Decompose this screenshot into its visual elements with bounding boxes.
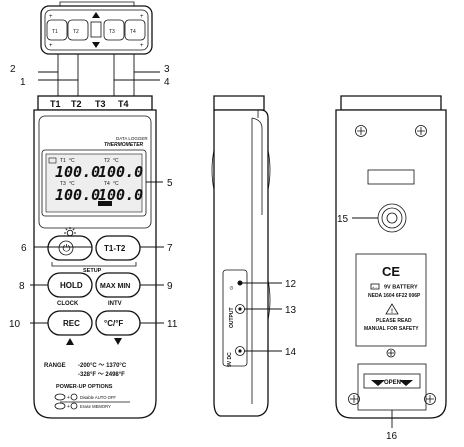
- lcd-screen: [45, 153, 143, 213]
- meter-back: + - !: [335, 95, 447, 419]
- callout-13: 13: [285, 305, 297, 316]
- svg-text:+ -: + -: [372, 285, 377, 290]
- dc-label: 9V DC: [227, 352, 233, 367]
- powerup-option-2: Erase MEMORY: [80, 404, 111, 409]
- open-arrow-right-icon: [399, 380, 413, 386]
- svg-text:+: +: [67, 395, 70, 401]
- callout-14: 14: [285, 347, 297, 358]
- svg-text:!: !: [391, 309, 393, 315]
- battery-icon: [370, 283, 380, 290]
- lcd-frame: [41, 149, 147, 217]
- lcd-ch-t4: T4: [104, 181, 110, 187]
- power-button[interactable]: [47, 235, 93, 261]
- lcd-unit-4: °C: [113, 181, 119, 187]
- model-line-1: DATA LOGGER: [116, 136, 148, 141]
- lcd-value-t2: 100.0: [98, 163, 143, 181]
- reset-mark: ⊙: [229, 286, 235, 290]
- battery-line-2: NEDA 1604 6F22 006P: [368, 293, 421, 299]
- down-arrow-icon: [114, 338, 122, 345]
- callout-leaders: [30, 181, 393, 428]
- callout-15: 15: [337, 214, 349, 225]
- rec-button-label: REC: [63, 319, 80, 328]
- intv-label: INTV: [108, 301, 122, 307]
- meter-front: [33, 95, 157, 419]
- svg-text:+: +: [49, 14, 53, 20]
- output-label: OUTPUT: [229, 307, 235, 328]
- lcd-ch-t2: T2: [104, 158, 110, 164]
- lcd-value-t4: 100.0: [98, 186, 143, 204]
- callout-16: 16: [386, 431, 398, 442]
- meter-side: [211, 95, 271, 417]
- callout-12: 12: [285, 279, 297, 290]
- socket-2: [67, 19, 89, 41]
- lcd-ch-t1: T1: [60, 158, 66, 164]
- terminal-label-t3: T3: [95, 99, 106, 109]
- callout-11: 11: [167, 319, 178, 330]
- callout-9: 9: [167, 281, 173, 292]
- svg-text:+: +: [67, 404, 70, 410]
- range-title: RANGE: [44, 363, 66, 369]
- power-icon: ⏻: [63, 244, 71, 255]
- powerup-title: POWER-UP OPTIONS: [56, 384, 113, 390]
- callout-8: 8: [19, 281, 25, 292]
- lcd-unit-2: °C: [113, 158, 119, 164]
- connector-leads: [38, 54, 160, 96]
- t1-t2-button-label: T1-T2: [104, 244, 126, 253]
- callout-5: 5: [167, 178, 173, 189]
- lcd-value-t1: 100.0: [55, 163, 100, 181]
- socket-3: [103, 19, 125, 41]
- thermocouple-connector: T1 T2 T3 T4 + + + +: [40, 1, 153, 55]
- ce-mark: CE: [382, 264, 400, 279]
- open-label: OPEN: [384, 380, 401, 386]
- unit-button-label: °C/°F: [104, 319, 123, 328]
- open-arrow-left-icon: [371, 380, 385, 386]
- warning-line-1: PLEASE READ: [376, 318, 412, 324]
- lcd-readings: T1 °C T2 °C 100.0 100.0 T3 °C T4 °C 100.…: [55, 158, 143, 204]
- lcd-unit-3: °C: [69, 181, 75, 187]
- svg-text:T4: T4: [130, 29, 136, 35]
- svg-text:T2: T2: [73, 29, 79, 35]
- clock-label: CLOCK: [57, 301, 79, 307]
- socket-1: [46, 19, 68, 41]
- lcd-unit-1: °C: [69, 158, 75, 164]
- socket-4: [124, 19, 146, 41]
- range-fahrenheit: -328°F ～ 2498°F: [78, 372, 125, 378]
- terminal-label-t2: T2: [71, 99, 82, 109]
- battery-line-1: 9V BATTERY: [384, 285, 418, 291]
- model-line-2: THERMOMETER: [104, 142, 144, 148]
- callout-7: 7: [167, 243, 173, 254]
- callout-6: 6: [21, 243, 27, 254]
- callout-3: 3: [164, 64, 170, 75]
- warning-line-2: MANUAL FOR SAFETY: [364, 326, 419, 332]
- callout-10: 10: [9, 319, 21, 330]
- screw-bottom-right: [424, 393, 436, 405]
- lcd-ch-t3: T3: [60, 181, 66, 187]
- range-celsius: -200°C ～ 1370°C: [78, 363, 127, 369]
- door-screw: [386, 348, 396, 358]
- svg-text:+: +: [140, 14, 144, 20]
- screw-bottom-left: [348, 393, 360, 405]
- svg-text:+: +: [49, 43, 53, 49]
- terminal-label-t4: T4: [118, 99, 129, 109]
- callout-1: 1: [20, 77, 26, 88]
- screw-top-right: [415, 125, 427, 137]
- up-arrow-icon: [66, 338, 74, 345]
- hold-button-label: HOLD: [60, 281, 83, 290]
- callout-4: 4: [164, 77, 170, 88]
- lcd-value-t3: 100.0: [55, 186, 100, 204]
- svg-text:+: +: [140, 43, 144, 49]
- svg-text:T3: T3: [109, 29, 115, 35]
- callout-2: 2: [10, 64, 16, 75]
- svg-text:T1: T1: [52, 29, 58, 35]
- terminal-label-t1: T1: [50, 99, 61, 109]
- setup-label: SETUP: [83, 268, 102, 274]
- powerup-option-1: Disable AUTO OFF: [80, 395, 116, 400]
- screw-top-left: [355, 125, 367, 137]
- reset-hole: [237, 280, 243, 286]
- warning-icon: [385, 303, 399, 315]
- t1-t2-button[interactable]: [95, 235, 141, 261]
- max-min-button-label: MAX MIN: [100, 283, 130, 290]
